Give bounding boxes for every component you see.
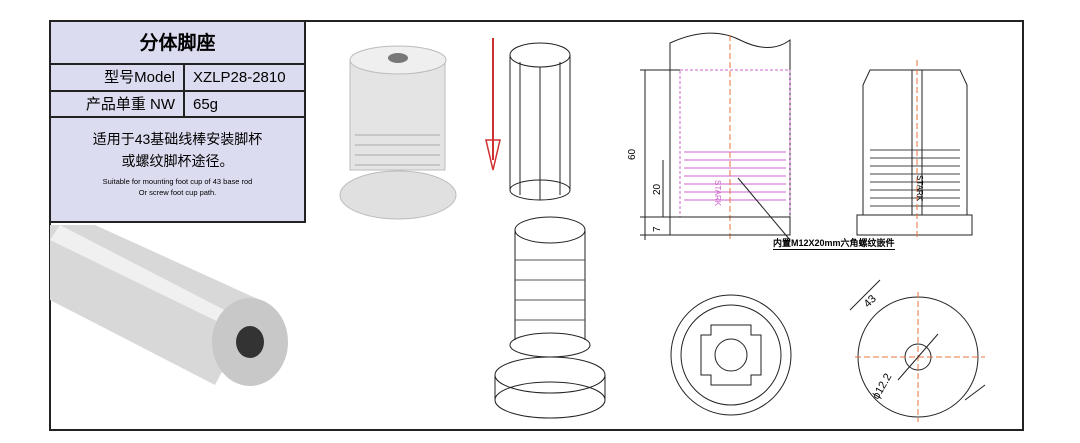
desc-cn-1: 适用于43基础线棒安装脚杯	[92, 131, 263, 147]
weight-label: 产品单重 NW	[51, 92, 185, 116]
dim-60: 60	[627, 148, 638, 160]
front-view	[856, 60, 973, 240]
model-row: 型号Model XZLP28-2810	[51, 65, 304, 92]
description: 适用于43基础线棒安装脚杯 或螺纹脚杯途径。 Suitable for moun…	[51, 122, 304, 198]
desc-en-2: Or screw foot cup path.	[138, 188, 217, 197]
assembly-arrow	[485, 38, 501, 171]
weight-row: 产品单重 NW 65g	[51, 92, 304, 118]
tube-sketch	[509, 42, 571, 201]
insert-callout: 内置M12X20mm六角螺纹嵌件	[773, 238, 895, 250]
product-title: 分体脚座	[51, 22, 304, 65]
desc-en-1: Suitable for mounting foot cup of 43 bas…	[102, 177, 253, 186]
desc-cn-2: 或螺纹脚杯途径。	[121, 153, 234, 169]
model-value: XZLP28-2810	[193, 69, 286, 86]
brand-mark-side: STARK	[713, 180, 722, 207]
tube-photo	[50, 225, 288, 386]
bottom-view-circle	[849, 279, 986, 422]
weight-value: 65g	[193, 96, 219, 113]
assembled-foot-sketch	[494, 216, 606, 419]
top-view-cross	[670, 294, 792, 416]
foot-base-photo	[339, 45, 457, 220]
spec-table: 分体脚座 型号Model XZLP28-2810 产品单重 NW 65g 适用于…	[49, 20, 306, 223]
dim-bore: ϕ12.2	[870, 372, 894, 402]
brand-mark-front: STARK	[915, 175, 924, 202]
side-view	[640, 32, 791, 241]
dim-7: 7	[652, 226, 663, 232]
model-label: 型号Model	[51, 65, 185, 90]
dim-20: 20	[652, 183, 663, 195]
